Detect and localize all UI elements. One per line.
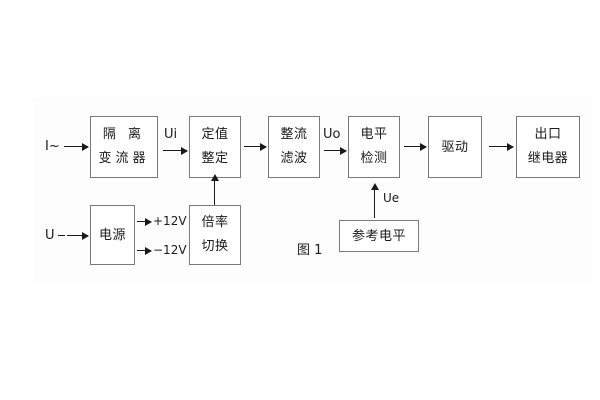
block-setting-line1: 定值 bbox=[201, 126, 229, 142]
block-level-detect-line1: 电平 bbox=[360, 126, 388, 142]
arrow-rail-negative bbox=[137, 246, 152, 255]
block-driver[interactable]: 驱动 bbox=[428, 116, 482, 178]
arrow-voltage-to-power-supply bbox=[67, 231, 89, 240]
arrow-driver-to-output-relay bbox=[489, 142, 514, 151]
block-reference-level-line1: 参考电平 bbox=[351, 228, 406, 244]
block-isolation-ct-line2: 变流器 bbox=[98, 151, 150, 166]
signal-label-rail-negative: −12V bbox=[153, 243, 187, 257]
block-multiplier-switch-line1: 倍率 bbox=[201, 214, 229, 230]
block-power-supply[interactable]: 电源 bbox=[90, 205, 135, 265]
input-label-voltage: U bbox=[45, 228, 55, 243]
block-setting[interactable]: 定值 整定 bbox=[189, 116, 241, 178]
arrow-current-to-isolation bbox=[64, 142, 89, 151]
block-level-detect[interactable]: 电平 检测 bbox=[348, 116, 400, 178]
signal-label-rail-positive: +12V bbox=[153, 214, 187, 228]
block-setting-line2: 整定 bbox=[201, 151, 229, 166]
arrow-setting-to-rectify bbox=[244, 142, 267, 151]
block-rectify-filter-line2: 滤波 bbox=[280, 151, 308, 166]
block-output-relay-line2: 继电器 bbox=[527, 151, 569, 166]
signal-label-ui: Ui bbox=[164, 127, 178, 142]
arrow-isolation-to-setting bbox=[163, 146, 188, 155]
signal-label-ue: Ue bbox=[383, 191, 400, 205]
block-multiplier-switch[interactable]: 倍率 切换 bbox=[189, 205, 241, 265]
block-rectify-filter[interactable]: 整流 滤波 bbox=[268, 116, 320, 178]
block-driver-line1: 驱动 bbox=[441, 139, 469, 155]
voltage-lead-dash bbox=[58, 235, 65, 236]
block-multiplier-switch-line2: 切换 bbox=[201, 239, 229, 254]
block-rectify-filter-line1: 整流 bbox=[280, 126, 308, 142]
block-output-relay-line1: 出口 bbox=[534, 126, 562, 142]
figure-caption: 图 1 bbox=[297, 243, 323, 258]
arrow-rectify-to-level bbox=[324, 146, 347, 155]
arrow-reference-to-level-detect bbox=[370, 183, 379, 218]
arrow-rail-positive bbox=[137, 217, 152, 226]
arrow-multiplier-to-setting bbox=[210, 174, 219, 205]
block-reference-level[interactable]: 参考电平 bbox=[339, 220, 419, 252]
block-level-detect-line2: 检测 bbox=[360, 151, 388, 166]
block-output-relay[interactable]: 出口 继电器 bbox=[516, 116, 580, 178]
block-isolation-ct-line1: 隔 离 bbox=[102, 126, 146, 142]
signal-label-uo: Uo bbox=[323, 127, 341, 142]
input-label-current: I~ bbox=[45, 139, 60, 154]
block-isolation-ct[interactable]: 隔 离 变流器 bbox=[90, 116, 158, 178]
arrow-level-to-driver bbox=[404, 142, 427, 151]
block-power-supply-line1: 电源 bbox=[98, 227, 126, 243]
